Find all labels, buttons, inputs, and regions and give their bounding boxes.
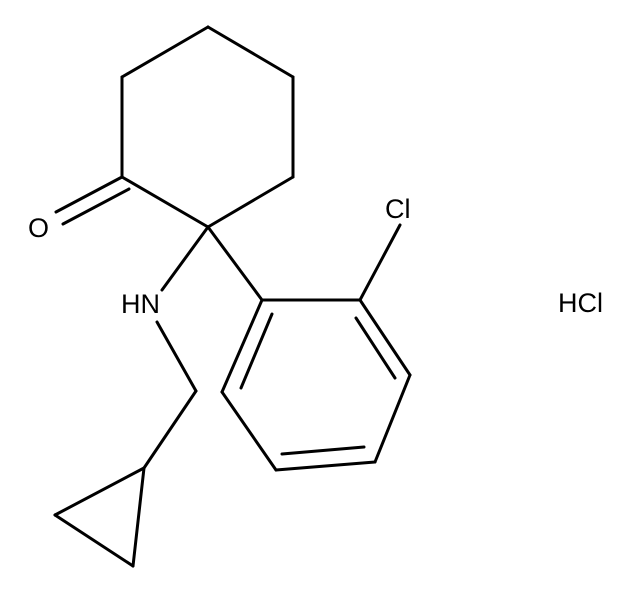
carbonyl-bond [54,175,131,226]
chlorine-label: Cl [385,194,411,224]
salt-label: HCl [558,288,603,318]
bond-n-ch2 [155,320,198,393]
bond-ch2-cyclopropyl [142,389,198,470]
chlorophenyl-ring [220,298,412,472]
amine-label: HN [121,289,160,319]
ring-bond-c6-c1 [120,25,210,79]
bond-c-cl [358,223,402,302]
bond-c-n [160,225,210,292]
ring-bond-c1-c2 [206,25,295,79]
ring-bond-c3-c4 [206,175,295,229]
cyclopropyl-ring [53,466,146,568]
cyclohexanone-ring [120,25,295,229]
oxygen-label: O [28,213,49,243]
ring-bond-c4-c5 [120,175,210,229]
bond-c-aryl [206,225,264,302]
